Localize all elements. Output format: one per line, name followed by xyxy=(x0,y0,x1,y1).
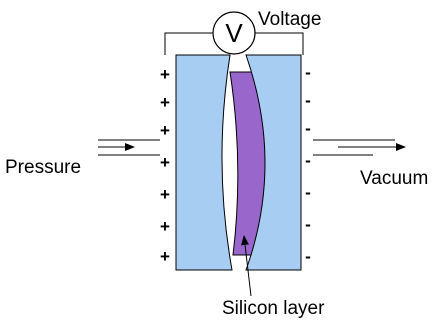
right-plate xyxy=(245,54,302,271)
vacuum-label: Vacuum xyxy=(360,168,428,189)
negative-charge: - xyxy=(305,91,311,110)
left-plate xyxy=(175,54,233,271)
negative-charges: - - - - - - - xyxy=(305,63,311,266)
negative-charge: - xyxy=(305,151,311,170)
positive-charge: + xyxy=(160,217,170,236)
negative-charge: - xyxy=(305,183,311,202)
circuit-wire xyxy=(164,32,304,55)
silicon-layer-label: Silicon layer xyxy=(222,298,325,319)
voltmeter-circle xyxy=(212,11,256,55)
negative-charge: - xyxy=(305,247,311,266)
positive-charge: + xyxy=(160,65,170,84)
negative-charge: - xyxy=(305,119,311,138)
pressure-lines xyxy=(98,139,160,156)
vacuum-lines xyxy=(313,139,406,156)
voltmeter-symbol: V xyxy=(225,18,243,48)
voltmeter: V xyxy=(212,11,256,55)
silicon-layer-pointer xyxy=(241,235,252,297)
negative-charge: - xyxy=(305,215,311,234)
negative-charge: - xyxy=(305,63,311,82)
positive-charge: + xyxy=(160,247,170,266)
positive-charge: + xyxy=(160,153,170,172)
positive-charge: + xyxy=(160,121,170,140)
pressure-label: Pressure xyxy=(5,157,81,178)
positive-charges: + + + + + + + xyxy=(160,65,170,266)
positive-charge: + xyxy=(160,185,170,204)
voltage-label: Voltage xyxy=(258,9,321,30)
positive-charge: + xyxy=(160,93,170,112)
